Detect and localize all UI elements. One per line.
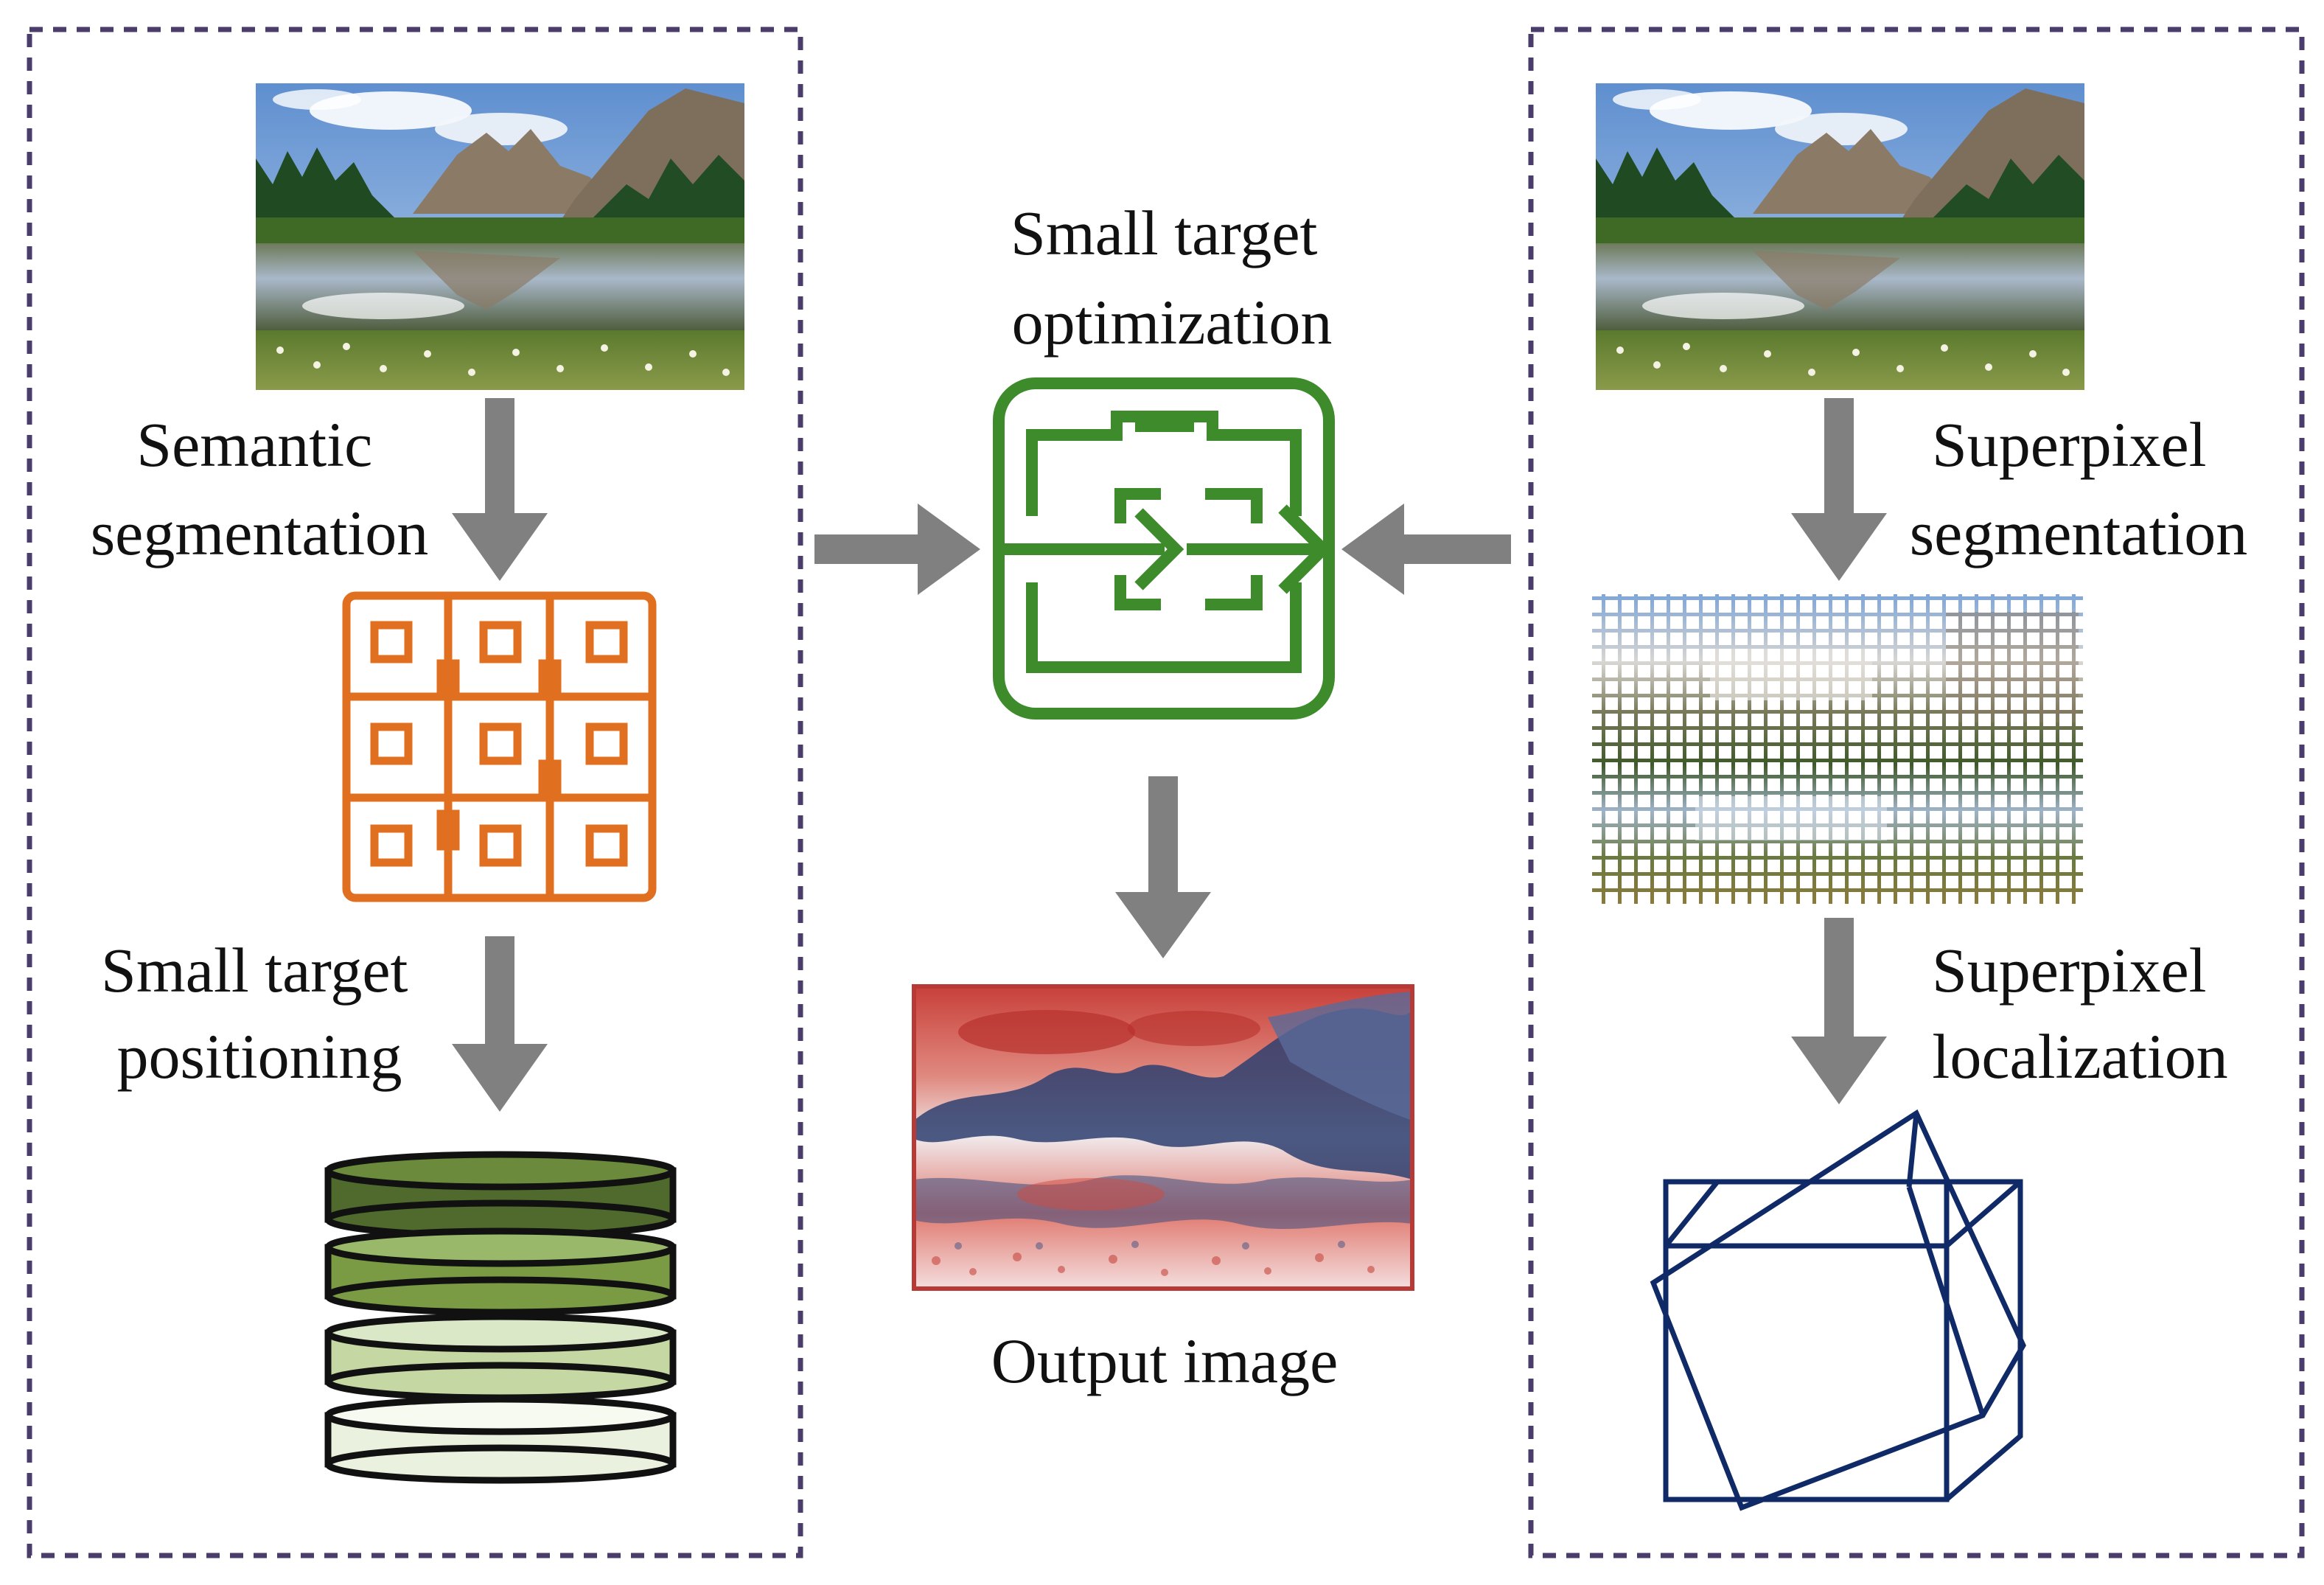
left-panel-frame: [27, 27, 803, 1558]
heatmap-image: [914, 986, 1412, 1289]
arrow-right-to-optimization: [814, 504, 980, 595]
stack-layer-2: [324, 1227, 677, 1316]
layer-stack-icon: [324, 1151, 677, 1484]
stack-layer-1: [324, 1151, 677, 1239]
superpixel-grid-image: [1592, 594, 2083, 904]
label-small-target-optimization: Small target optimization: [1011, 198, 1333, 358]
heatmap-border: [912, 984, 1414, 1291]
arrow-left-to-optimization: [1341, 504, 1511, 595]
stack-layer-3: [324, 1313, 677, 1401]
arrow-down-superpixel-seg: [1791, 398, 1887, 581]
label-superpixel-segmentation: Superpixel segmentation: [1910, 409, 2248, 568]
arrow-down-superpixel-loc: [1791, 918, 1887, 1104]
wireframe-cube-icon: [1650, 1109, 2026, 1511]
input-image-left: [256, 83, 744, 390]
label-semantic-segmentation: Semantic segmentation: [91, 409, 429, 568]
arrow-down-positioning: [452, 936, 548, 1112]
arrow-down-semantic: [452, 398, 548, 581]
label-small-target-positioning: Small target positioning: [101, 935, 424, 1092]
input-image-right: [1596, 83, 2084, 390]
label-superpixel-localization: Superpixel localization: [1932, 935, 2228, 1092]
label-output-image: Output image: [991, 1326, 1339, 1396]
grid-modules-icon: [342, 591, 657, 902]
stack-layer-4: [324, 1396, 677, 1484]
arrow-down-output: [1115, 776, 1211, 958]
right-panel-frame: [1528, 27, 2305, 1558]
transfer-arrows-icon: [993, 377, 1335, 720]
